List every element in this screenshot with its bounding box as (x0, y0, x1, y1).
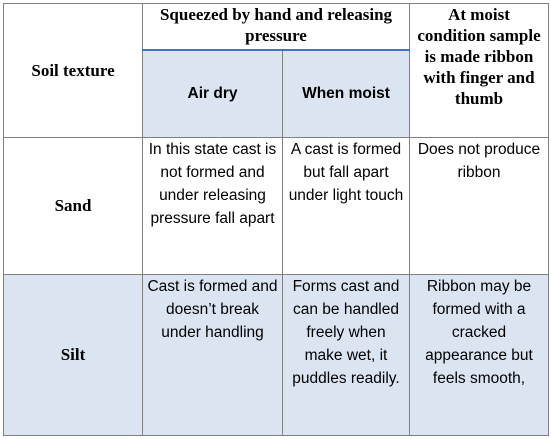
sand-when-moist-cell: A cast is formed but fall apart under li… (282, 137, 410, 275)
row-label-silt: Silt (3, 274, 143, 436)
row-label-sand: Sand (3, 137, 143, 275)
when-moist-header: When moist (282, 49, 410, 138)
ribbon-header: At moist condition sample is made ribbon… (409, 3, 549, 138)
soil-texture-table: Soil texture Squeezed by hand and releas… (3, 3, 549, 436)
soil-texture-header: Soil texture (3, 3, 143, 138)
squeezed-group-header: Squeezed by hand and releasing pressure (142, 3, 410, 51)
silt-ribbon-cell: Ribbon may be formed with a cracked appe… (409, 274, 549, 436)
header-row-2: Air dry When moist (4, 49, 549, 138)
silt-air-dry-cell: Cast is formed and doesn’t break under h… (142, 274, 283, 436)
air-dry-header: Air dry (142, 49, 283, 138)
table-row: Silt Cast is formed and doesn’t break un… (3, 274, 549, 436)
silt-when-moist-cell: Forms cast and can be handled freely whe… (282, 274, 410, 436)
sand-air-dry-cell: In this state cast is not formed and und… (142, 137, 283, 275)
header-row-1: Soil texture Squeezed by hand and releas… (3, 3, 549, 138)
table-row: Sand In this state cast is not formed an… (3, 137, 549, 275)
sand-ribbon-cell: Does not produce ribbon (409, 137, 549, 275)
